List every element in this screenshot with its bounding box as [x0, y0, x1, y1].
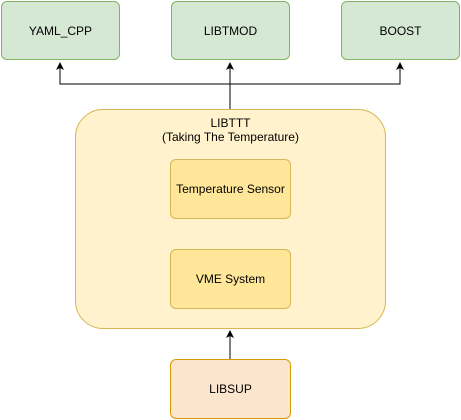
- edge-libttt-to-boost: [230, 62, 404, 85]
- libttt-title-block: LIBTTT (Taking The Temperature): [76, 116, 385, 144]
- node-temperature-sensor-label: Temperature Sensor: [176, 182, 285, 196]
- node-vme-system: VME System: [170, 249, 291, 309]
- node-libtmod-label: LIBTMOD: [203, 23, 258, 38]
- node-yaml-cpp: YAML_CPP: [1, 1, 120, 60]
- node-boost-label: BOOST: [379, 23, 422, 38]
- node-yaml-cpp-label: YAML_CPP: [28, 23, 93, 38]
- node-libsup-label: LIBSUP: [209, 382, 252, 396]
- edge-libttt-to-yaml-cpp: [56, 62, 230, 85]
- node-vme-system-label: VME System: [195, 272, 266, 286]
- node-libtmod: LIBTMOD: [171, 1, 290, 60]
- node-boost: BOOST: [341, 1, 460, 60]
- node-temperature-sensor: Temperature Sensor: [170, 159, 291, 219]
- libttt-subtitle: (Taking The Temperature): [162, 130, 299, 144]
- libttt-title: LIBTTT: [210, 116, 251, 130]
- node-libsup: LIBSUP: [170, 359, 291, 419]
